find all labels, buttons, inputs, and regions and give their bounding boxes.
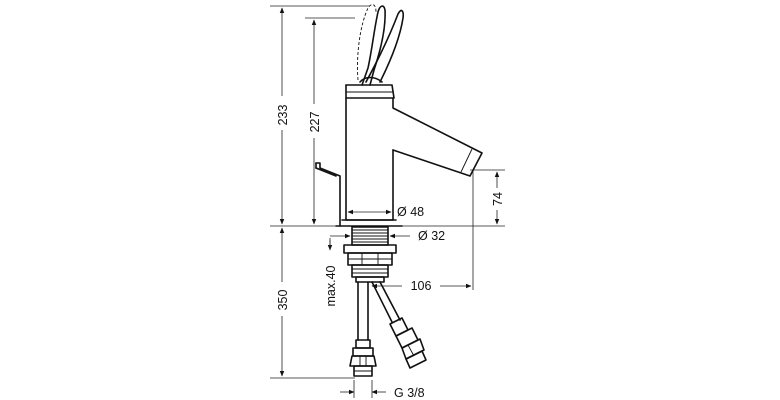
dim-32-label: Ø 32 [418, 229, 445, 243]
dim-max40: max.40 [324, 238, 338, 307]
extension-lines [270, 5, 505, 379]
dim-233-label: 233 [276, 105, 290, 126]
dim-48-label: Ø 48 [397, 205, 424, 219]
dim-233: 233 [272, 7, 292, 225]
popup-rod [315, 162, 341, 227]
dim-74-label: 74 [491, 192, 505, 206]
threaded-shank [343, 226, 397, 283]
dim-32: Ø 32 [330, 229, 445, 243]
dim-max40-label: max.40 [324, 265, 338, 306]
lever-handle [357, 4, 404, 86]
dim-g38: G 3/8 [340, 380, 425, 400]
dim-74: 74 [487, 171, 507, 225]
dim-227: 227 [304, 19, 324, 225]
dim-350: 350 [272, 227, 292, 377]
dim-227-label: 227 [308, 112, 322, 133]
faucet-body [335, 84, 483, 227]
supply-hoses [349, 281, 427, 377]
dim-48: Ø 48 [347, 205, 424, 219]
dim-350-label: 350 [276, 290, 290, 311]
dim-g38-label: G 3/8 [394, 386, 425, 400]
dim-106-label: 106 [411, 279, 432, 293]
dim-106: 106 [371, 279, 472, 293]
